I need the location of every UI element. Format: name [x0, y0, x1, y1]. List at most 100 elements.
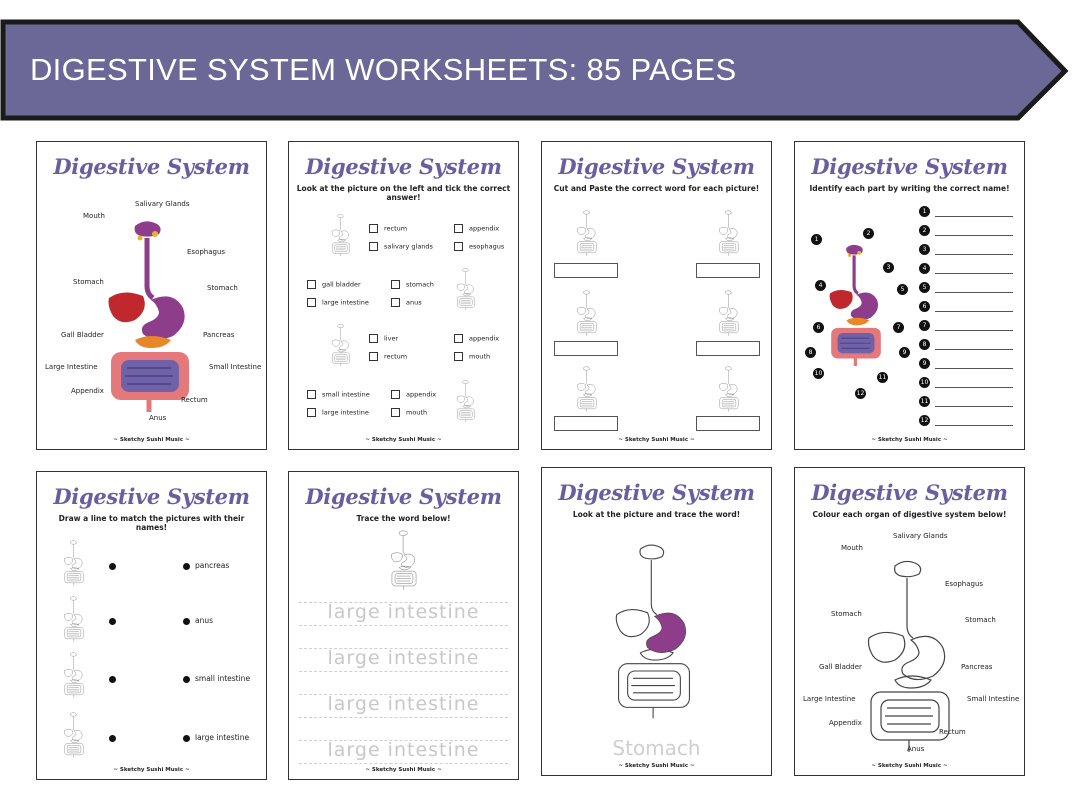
page-title: Digestive System [558, 480, 755, 505]
match-dot-right[interactable] [183, 563, 190, 570]
label-large-intestine: Large Intestine [803, 695, 856, 703]
paste-box[interactable] [554, 341, 618, 356]
option-checkbox[interactable]: appendix [391, 390, 436, 399]
label-stomach-right: Stomach [965, 616, 996, 624]
label-stomach-right: Stomach [207, 284, 238, 292]
match-dot-left[interactable] [109, 618, 116, 625]
answer-line[interactable] [935, 235, 1013, 236]
page-instruction: Look at the picture and trace the word! [572, 510, 741, 519]
match-dot-left[interactable] [109, 563, 116, 570]
label-rectum: Rectum [939, 728, 966, 736]
label-mouth: Mouth [841, 544, 863, 552]
option-checkbox[interactable]: salivary glands [369, 242, 433, 251]
banner-title: DIGESTIVE SYSTEM WORKSHEETS: 85 PAGES [30, 52, 737, 87]
answer-number: 10 [919, 377, 930, 388]
page-footer: ~ Sketchy Sushi Music ~ [871, 763, 948, 769]
match-word: large intestine [195, 733, 250, 742]
organ-thumbnail [719, 210, 739, 256]
organ-thumbnail [577, 366, 597, 412]
label-large-intestine: Large Intestine [45, 363, 98, 371]
trace-word[interactable]: large intestine [327, 647, 480, 669]
option-checkbox[interactable]: small intestine [307, 390, 370, 399]
answer-line[interactable] [935, 273, 1013, 274]
option-checkbox[interactable]: large intestine [307, 298, 369, 307]
label-small-intestine: Small Intestine [967, 695, 1020, 703]
page-instruction: Colour each organ of digestive system be… [812, 510, 1007, 519]
page-footer: ~ Sketchy Sushi Music ~ [618, 437, 695, 443]
organ-thumbnail [64, 712, 84, 758]
option-checkbox[interactable]: anus [391, 298, 422, 307]
page-footer: ~ Sketchy Sushi Music ~ [871, 437, 948, 443]
answer-line[interactable] [935, 330, 1013, 331]
option-checkbox[interactable]: mouth [391, 408, 427, 417]
trace-word[interactable]: Stomach [612, 736, 701, 760]
page-instruction: Cut and Paste the correct word for each … [553, 184, 760, 193]
page-title: Digestive System [811, 480, 1008, 505]
option-checkbox[interactable]: appendix [454, 224, 499, 233]
trace-guide-line [299, 648, 508, 672]
page-footer: ~ Sketchy Sushi Music ~ [618, 763, 695, 769]
header-banner: DIGESTIVE SYSTEM WORKSHEETS: 85 PAGES [0, 18, 1070, 124]
answer-line[interactable] [935, 425, 1013, 426]
match-dot-right[interactable] [183, 618, 190, 625]
worksheet-page-match-lines: Digestive System Draw a line to match th… [36, 471, 267, 780]
organ-thumbnail [719, 290, 739, 336]
option-checkbox[interactable]: rectum [369, 352, 407, 361]
digestive-system-color-illustration [95, 216, 205, 416]
trace-word[interactable]: large intestine [327, 739, 480, 761]
answer-line[interactable] [935, 292, 1013, 293]
trace-word[interactable]: large intestine [327, 601, 480, 623]
match-dot-right[interactable] [183, 735, 190, 742]
paste-box[interactable] [554, 416, 618, 431]
number-marker: 4 [815, 280, 826, 291]
option-checkbox[interactable]: rectum [369, 224, 407, 233]
option-checkbox[interactable]: mouth [454, 352, 490, 361]
match-dot-left[interactable] [109, 676, 116, 683]
answer-number: 7 [919, 320, 930, 331]
label-stomach-left: Stomach [73, 278, 104, 286]
trace-guide-line [299, 602, 508, 626]
label-small-intestine: Small Intestine [209, 363, 262, 371]
organ-thumbnail [331, 214, 350, 257]
answer-line[interactable] [935, 311, 1013, 312]
digestive-system-color-illustration [827, 243, 883, 368]
match-dot-right[interactable] [183, 676, 190, 683]
label-gall-bladder: Gall Bladder [61, 331, 104, 339]
option-checkbox[interactable]: appendix [454, 334, 499, 343]
paste-box[interactable] [696, 263, 760, 278]
answer-line[interactable] [935, 368, 1013, 369]
option-checkbox[interactable]: liver [369, 334, 398, 343]
answer-line[interactable] [935, 387, 1013, 388]
page-instruction: Look at the picture on the left and tick… [296, 184, 511, 202]
paste-box[interactable] [554, 263, 618, 278]
match-word: pancreas [195, 561, 230, 570]
answer-number: 11 [919, 396, 930, 407]
option-checkbox[interactable]: esophagus [454, 242, 504, 251]
answer-line[interactable] [935, 254, 1013, 255]
paste-box[interactable] [696, 416, 760, 431]
answer-number: 12 [919, 415, 930, 426]
match-dot-left[interactable] [109, 735, 116, 742]
trace-guide-line [299, 740, 508, 764]
answer-line[interactable] [935, 216, 1013, 217]
organ-thumbnail [64, 540, 84, 586]
label-salivary-glands: Salivary Glands [893, 532, 948, 540]
answer-number: 6 [919, 301, 930, 312]
option-checkbox[interactable]: gall bladder [307, 280, 361, 289]
answer-number: 3 [919, 244, 930, 255]
answer-number: 4 [919, 263, 930, 274]
number-marker: 10 [813, 368, 824, 379]
worksheet-page-look-trace: Digestive System Look at the picture and… [541, 467, 772, 776]
organ-thumbnail [456, 380, 475, 423]
label-pancreas: Pancreas [961, 663, 993, 671]
page-title: Digestive System [53, 154, 250, 179]
answer-line[interactable] [935, 406, 1013, 407]
digestive-system-stomach-highlight [615, 544, 690, 719]
paste-box[interactable] [696, 341, 760, 356]
option-checkbox[interactable]: stomach [391, 280, 434, 289]
answer-line[interactable] [935, 349, 1013, 350]
label-gall-bladder: Gall Bladder [819, 663, 862, 671]
trace-word[interactable]: large intestine [327, 693, 480, 715]
option-checkbox[interactable]: large intestine [307, 408, 369, 417]
answer-number: 1 [919, 206, 930, 217]
